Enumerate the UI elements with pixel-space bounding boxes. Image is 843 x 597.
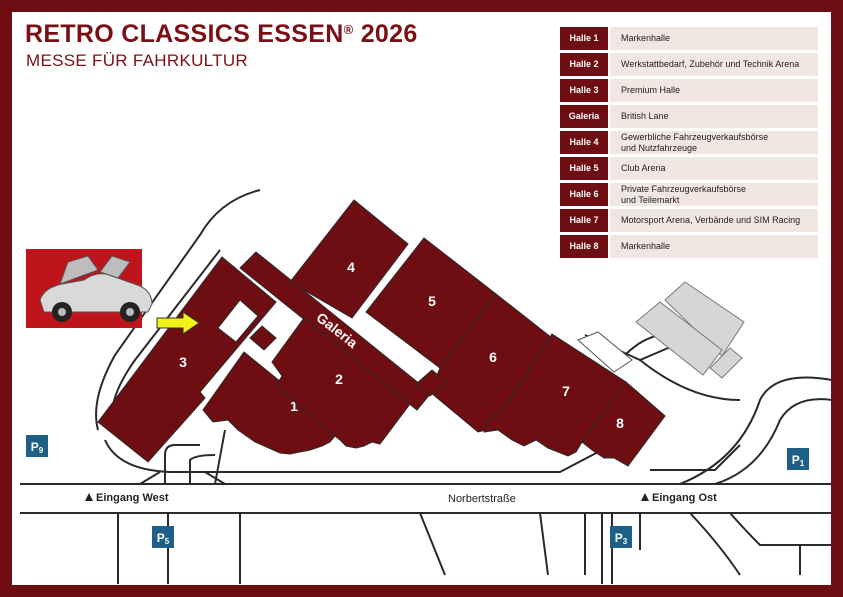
triangle-up-icon bbox=[85, 493, 93, 501]
hall-2-link bbox=[249, 325, 277, 351]
hall-4[interactable] bbox=[289, 199, 409, 319]
entrance-west[interactable]: Eingang West bbox=[85, 492, 169, 504]
yellow-arrow-icon bbox=[156, 311, 200, 335]
page-title: RETRO CLASSICS ESSEN® 2026 bbox=[25, 20, 418, 48]
hall-5-6-link bbox=[415, 369, 447, 397]
hall-2-label: 2 bbox=[335, 371, 343, 387]
hall-1-label: 1 bbox=[290, 398, 298, 414]
parking-p3[interactable]: P3 bbox=[610, 526, 632, 548]
classic-car-photo bbox=[26, 249, 153, 328]
hall-5-label: 5 bbox=[428, 293, 436, 309]
hall-8-label: 8 bbox=[616, 415, 624, 431]
hall-2[interactable] bbox=[271, 317, 411, 449]
street-label: Norbertstraße bbox=[448, 493, 516, 505]
parking-p5[interactable]: P5 bbox=[152, 526, 174, 548]
entrance-west-label: Eingang West bbox=[96, 492, 169, 504]
hall-1[interactable] bbox=[202, 351, 341, 455]
page-subtitle: MESSE FÜR FAHRKULTUR bbox=[26, 51, 248, 70]
hall-3[interactable] bbox=[97, 256, 277, 463]
hall-4-label: 4 bbox=[347, 259, 355, 275]
svg-text:P9: P9 bbox=[31, 440, 44, 455]
road-network bbox=[20, 189, 831, 584]
courtyard-3 bbox=[217, 299, 259, 343]
hall-8[interactable] bbox=[581, 381, 666, 467]
hall-3-label: 3 bbox=[179, 354, 187, 370]
neighbor-buildings bbox=[577, 281, 745, 379]
svg-text:P5: P5 bbox=[157, 531, 170, 546]
svg-text:P3: P3 bbox=[615, 531, 628, 546]
svg-text:P1: P1 bbox=[792, 453, 805, 468]
parking-p1[interactable]: P1 bbox=[787, 448, 809, 470]
hall-7-label: 7 bbox=[562, 383, 570, 399]
triangle-up-icon bbox=[641, 493, 649, 501]
hall-6-label: 6 bbox=[489, 349, 497, 365]
hall-7[interactable] bbox=[483, 333, 627, 457]
parking-p9[interactable]: P9 bbox=[26, 435, 48, 457]
venue-map: Galeria 3 1 2 4 5 6 7 8 bbox=[20, 189, 831, 584]
entrance-east-label: Eingang Ost bbox=[652, 492, 717, 504]
entrance-east[interactable]: Eingang Ost bbox=[641, 492, 717, 504]
